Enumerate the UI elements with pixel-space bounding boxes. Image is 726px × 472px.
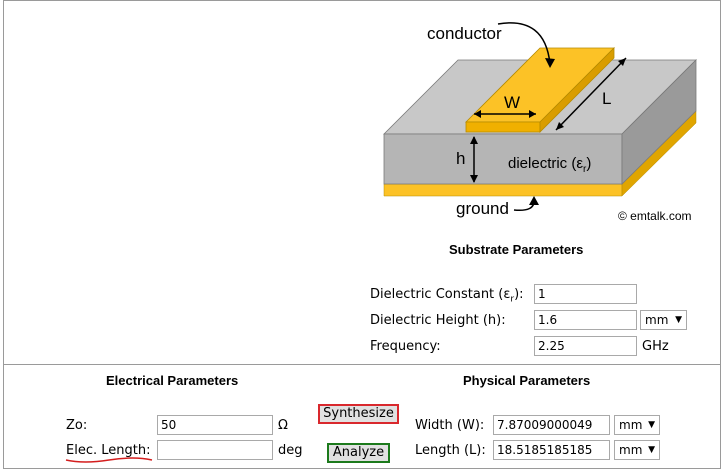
synthesize-button[interactable]: Synthesize	[318, 404, 399, 424]
physical-parameters-title: Physical Parameters	[463, 373, 591, 388]
width-label: Width (W):	[415, 418, 485, 433]
zo-unit: Ω	[278, 418, 288, 433]
elec-length-label: Elec. Length:	[66, 443, 151, 458]
elec-length-input[interactable]	[157, 440, 273, 460]
ground-label: ground	[456, 199, 509, 218]
spellcheck-underline	[65, 457, 153, 463]
h-label: h	[456, 149, 465, 168]
frequency-input[interactable]: 2.25	[534, 336, 637, 356]
chevron-down-icon: ▼	[648, 445, 655, 455]
l-label: L	[602, 89, 611, 108]
conductor-label: conductor	[427, 24, 502, 43]
dielectric-height-label: Dielectric Height (h):	[370, 313, 506, 328]
frequency-label: Frequency:	[370, 339, 441, 354]
dielectric-label: dielectric (εr)	[508, 155, 591, 175]
length-input[interactable]: 18.5185185185	[493, 440, 610, 460]
ground-plane-front	[383, 183, 623, 197]
chevron-down-icon: ▼	[648, 420, 655, 430]
conductor-strip-side	[539, 47, 615, 133]
dielectric-side	[621, 59, 697, 185]
conductor-strip-front	[465, 121, 541, 133]
length-unit-select[interactable]: mm▼	[614, 440, 660, 460]
electrical-parameters-title: Electrical Parameters	[106, 373, 239, 388]
zo-label: Zo:	[66, 418, 88, 433]
w-label: W	[504, 93, 520, 112]
microstrip-diagram: conductor W L h dielectric (εr) ground ©…	[383, 22, 697, 223]
copyright-text: © emtalk.com	[618, 209, 692, 223]
analyze-button[interactable]: Analyze	[327, 443, 390, 463]
section-divider	[3, 364, 721, 365]
chevron-down-icon: ▼	[675, 315, 682, 325]
frequency-unit: GHz	[642, 339, 669, 354]
l-dimension-arrow	[555, 57, 627, 131]
elec-length-unit: deg	[278, 443, 303, 458]
length-label: Length (L):	[415, 443, 486, 458]
width-input[interactable]: 7.87009000049	[493, 415, 610, 435]
dielectric-height-input[interactable]: 1.6	[534, 310, 637, 330]
substrate-parameters-title: Substrate Parameters	[449, 242, 584, 257]
width-unit-select[interactable]: mm▼	[614, 415, 660, 435]
dielectric-height-unit-select[interactable]: mm▼	[640, 310, 687, 330]
dielectric-constant-label: Dielectric Constant (εr):	[370, 287, 524, 305]
conductor-pointer-arrow	[497, 22, 551, 65]
dielectric-constant-input[interactable]: 1	[534, 284, 637, 304]
zo-input[interactable]: 50	[157, 415, 273, 435]
